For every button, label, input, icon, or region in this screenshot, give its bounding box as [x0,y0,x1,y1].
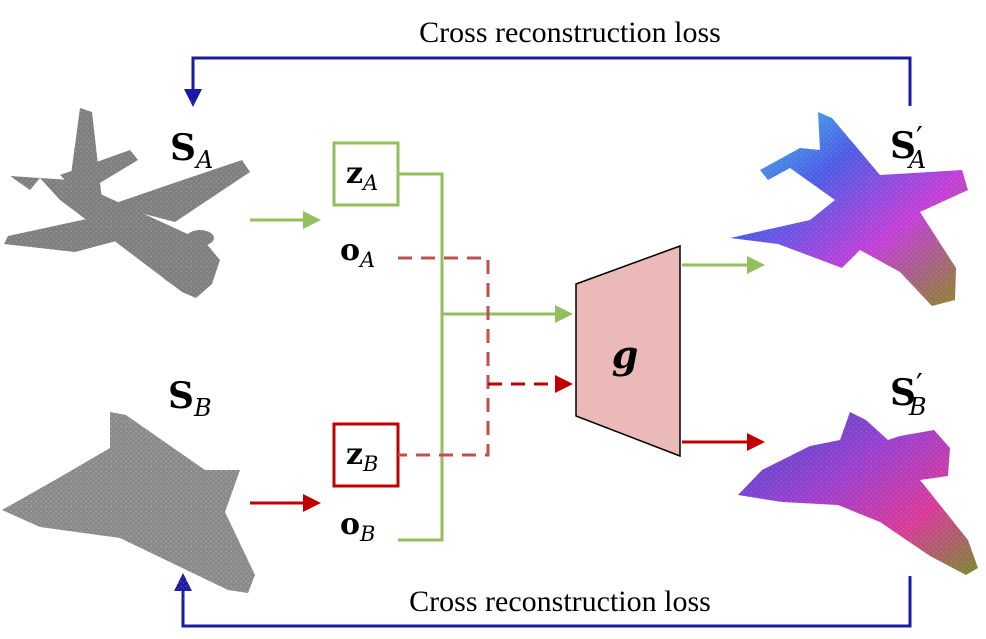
airplane-point-cloud-colored-icon [728,108,973,313]
airplane-point-cloud-gray-icon [0,100,260,305]
path-a-connector [398,172,444,542]
path-b-connector [398,256,490,457]
input-shape-a-subscript: A [194,146,213,174]
generator-label: g [612,332,639,377]
latent-z-b-letter: z [346,437,363,472]
bottom-loss-arrow [174,573,912,628]
input-shape-b-letter: S [168,375,194,417]
output-shape-b-subscript: B [908,393,927,421]
latent-z-b-label: zB [346,437,378,476]
output-shape-a-prime: ′ [916,121,923,156]
latent-z-b-subscript: B [362,452,378,476]
input-shape-b-label: SB [168,375,212,422]
airplane-point-cloud-gray-icon [0,405,260,600]
input-shape-a-letter: S [170,127,196,169]
latent-z-a-subscript: A [361,171,378,195]
latent-o-b-label: oB [340,507,375,546]
output-shape-a-letter: S [890,125,916,167]
output-shape-a-subscript: A [907,146,926,174]
output-shape-a-label: S′A [890,121,926,174]
latent-o-b-subscript: B [359,522,375,546]
latent-o-a-letter: o [340,233,360,268]
input-shape-b-subscript: B [193,394,212,422]
latent-z-a-label: zA [346,156,378,195]
latent-o-a-subscript: A [358,248,375,272]
bottom-loss-label: Cross reconstruction loss [409,585,711,618]
input-shape-a-label: SA [170,127,213,174]
latent-o-a-label: oA [340,233,375,272]
output-shape-b-prime: ′ [916,368,923,403]
latent-z-a-box [332,141,400,207]
top-loss-label: Cross reconstruction loss [419,16,721,49]
latent-z-a-letter: z [346,156,363,191]
latent-o-b-letter: o [340,507,360,542]
output-shape-b-label: S′B [890,368,926,421]
generator-block [575,244,681,458]
top-loss-arrow [184,56,912,107]
output-shape-b-letter: S [890,372,916,414]
airplane-point-cloud-colored-icon [735,405,980,580]
